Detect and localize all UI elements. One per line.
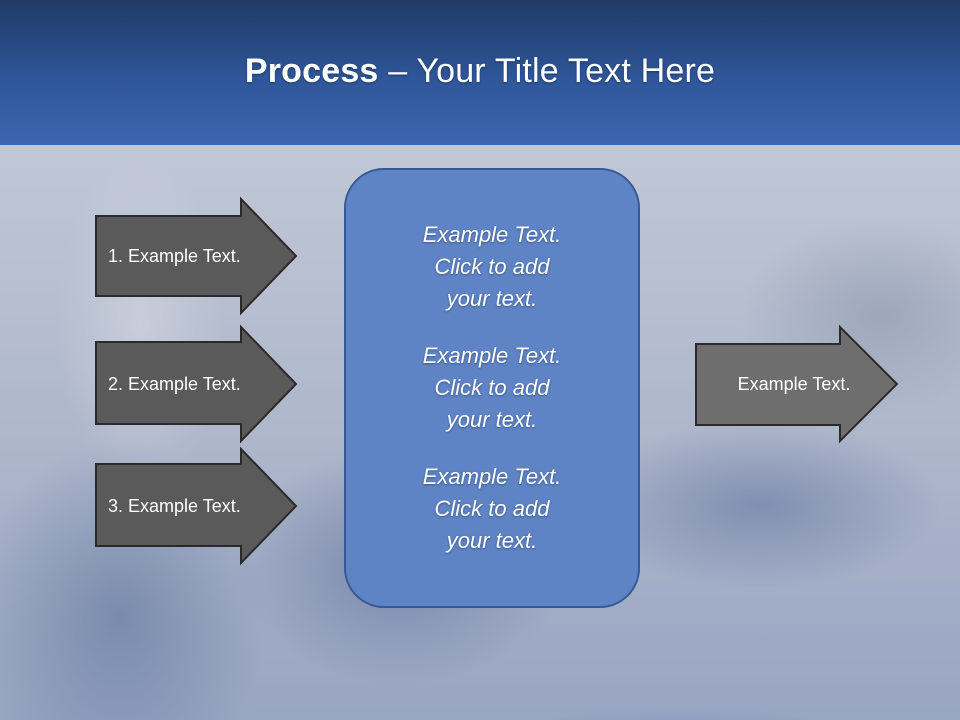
left-arrow-3[interactable]: 3. Example Text. — [95, 446, 298, 566]
left-arrow-2[interactable]: 2. Example Text. — [95, 324, 298, 444]
center-paragraph-3: Example Text. Click to add your text. — [422, 464, 562, 553]
arrow-2-shape — [95, 324, 298, 444]
slide-title[interactable]: Process – Your Title Text Here — [245, 52, 715, 91]
arrow-2-label: 2. Example Text. — [108, 373, 241, 394]
center-paragraph-1: Example Text. Click to add your text. — [422, 222, 562, 311]
right-arrow-label: Example Text. — [737, 374, 851, 394]
title-bold: Process — [244, 52, 379, 90]
arrow-1-label: 1. Example Text. — [108, 245, 241, 266]
left-arrow-1[interactable]: 1. Example Text. — [95, 196, 298, 316]
arrow-3-label: 3. Example Text. — [108, 495, 241, 516]
arrow-1-shape — [95, 196, 298, 316]
title-bar: Process – Your Title Text Here — [0, 0, 960, 145]
right-arrow-shape — [695, 324, 899, 444]
center-text-box[interactable]: Example Text. Click to add your text. Ex… — [344, 168, 640, 608]
right-arrow[interactable]: Example Text. — [695, 324, 899, 444]
title-rest: – Your Title Text Here — [378, 52, 716, 90]
center-paragraph-2: Example Text. Click to add your text. — [422, 343, 562, 432]
arrow-3-shape — [95, 446, 298, 566]
